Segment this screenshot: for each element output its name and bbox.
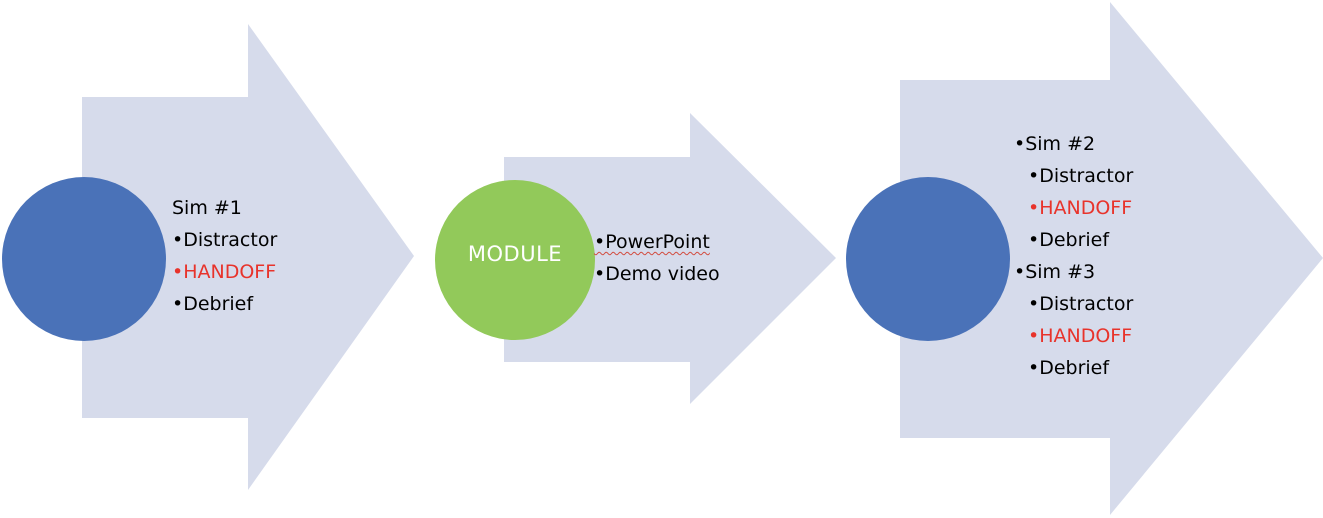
arrow-shape-step3 [900,2,1323,515]
list-item-debrief: •Debrief [172,293,254,315]
list-item-handoff: •HANDOFF [1028,325,1133,347]
arrow-shape-step2 [504,113,836,404]
step1-title: Sim #1 [172,197,242,219]
list-item-distractor: •Distractor [1028,165,1134,187]
arrow-shape-step1 [82,24,414,490]
list-item-debrief: •Debrief [1028,229,1110,251]
list-item-debrief: •Debrief [1028,357,1110,379]
circle-step3 [846,177,1010,341]
step1-text-block: Sim #1 •Distractor •HANDOFF •Debrief [172,192,277,320]
circle-step1 [2,177,166,341]
list-item-handoff: •HANDOFF [172,261,277,283]
list-item-demo-video: •Demo video [594,263,720,285]
step3-text-block: •Sim #2 •Distractor •HANDOFF •Debrief •S… [1014,128,1133,384]
sim2-title: •Sim #2 [1014,133,1096,155]
circle-module [435,180,595,340]
sim3-title: •Sim #3 [1014,261,1096,283]
list-item-distractor: •Distractor [172,229,278,251]
list-item-handoff: •HANDOFF [1028,197,1133,219]
list-item-powerpoint: •PowerPoint [594,231,710,253]
step2-text-block: •PowerPoint •Demo video [594,226,720,290]
module-label: MODULE [467,242,563,266]
list-item-distractor: •Distractor [1028,293,1134,315]
